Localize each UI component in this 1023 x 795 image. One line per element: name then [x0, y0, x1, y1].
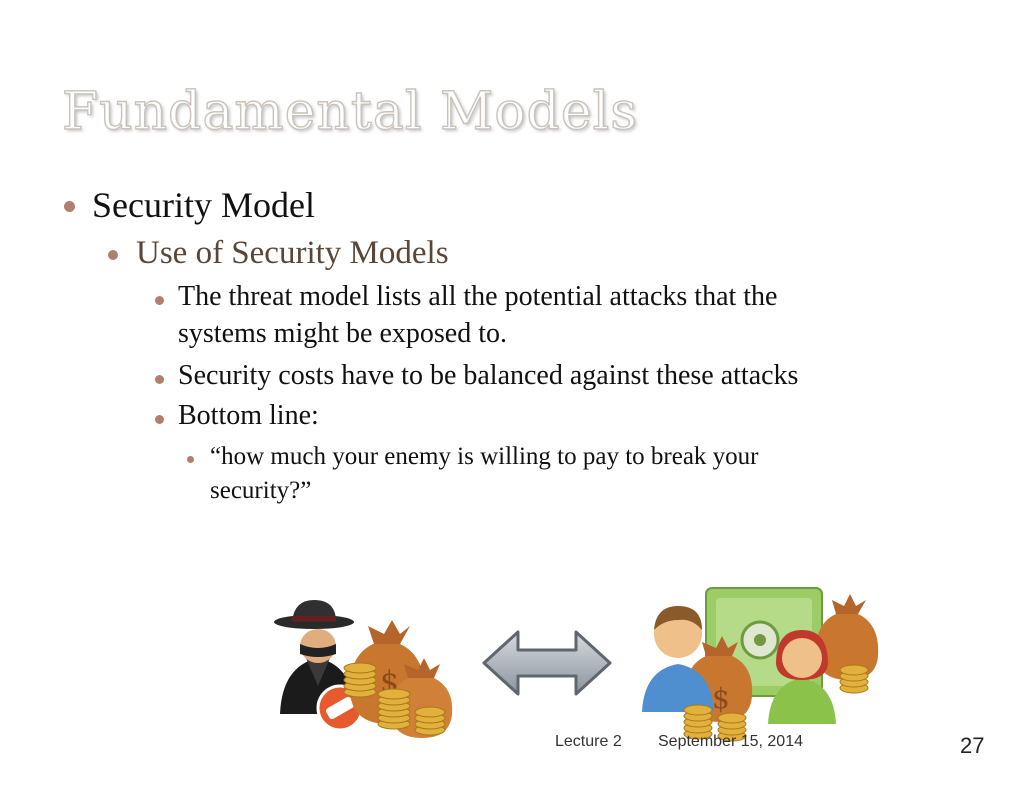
bullet-quote-line1: “how much your enemy is willing to pay t…: [210, 443, 759, 470]
double-arrow-icon: [482, 630, 612, 696]
bullet-dot: [187, 456, 194, 463]
bullet-security-model: Security Model: [92, 185, 315, 225]
defender-illustration: $: [642, 587, 879, 742]
bullet-dot: [155, 375, 164, 384]
slide-title: Fundamental Models: [61, 81, 638, 142]
footer-lecture: Lecture 2: [555, 733, 622, 750]
bullet-threat-model-line1: The threat model lists all the potential…: [178, 281, 778, 312]
man-user-icon: [642, 606, 714, 712]
coin-stack-icon: [343, 662, 446, 736]
bullet-dot: [155, 296, 164, 305]
bullet-bottom-line: Bottom line:: [178, 400, 319, 431]
attacker-illustration: $: [274, 600, 453, 738]
bullet-security-costs: Security costs have to be balanced again…: [178, 360, 799, 391]
woman-user-icon: [768, 630, 836, 724]
bullet-threat-model-line2: systems might be exposed to.: [178, 318, 507, 349]
footer-date: September 15, 2014: [658, 733, 803, 750]
coin-stack-icon: [683, 664, 869, 742]
bullet-dot: [108, 250, 118, 260]
bullet-use-of-security-models: Use of Security Models: [136, 235, 449, 271]
bullet-dot: [155, 415, 164, 424]
page-number: 27: [960, 733, 985, 758]
bullet-dot: [64, 201, 75, 212]
svg-text:$: $: [712, 682, 730, 715]
bullet-quote-line2: security?”: [210, 477, 312, 504]
